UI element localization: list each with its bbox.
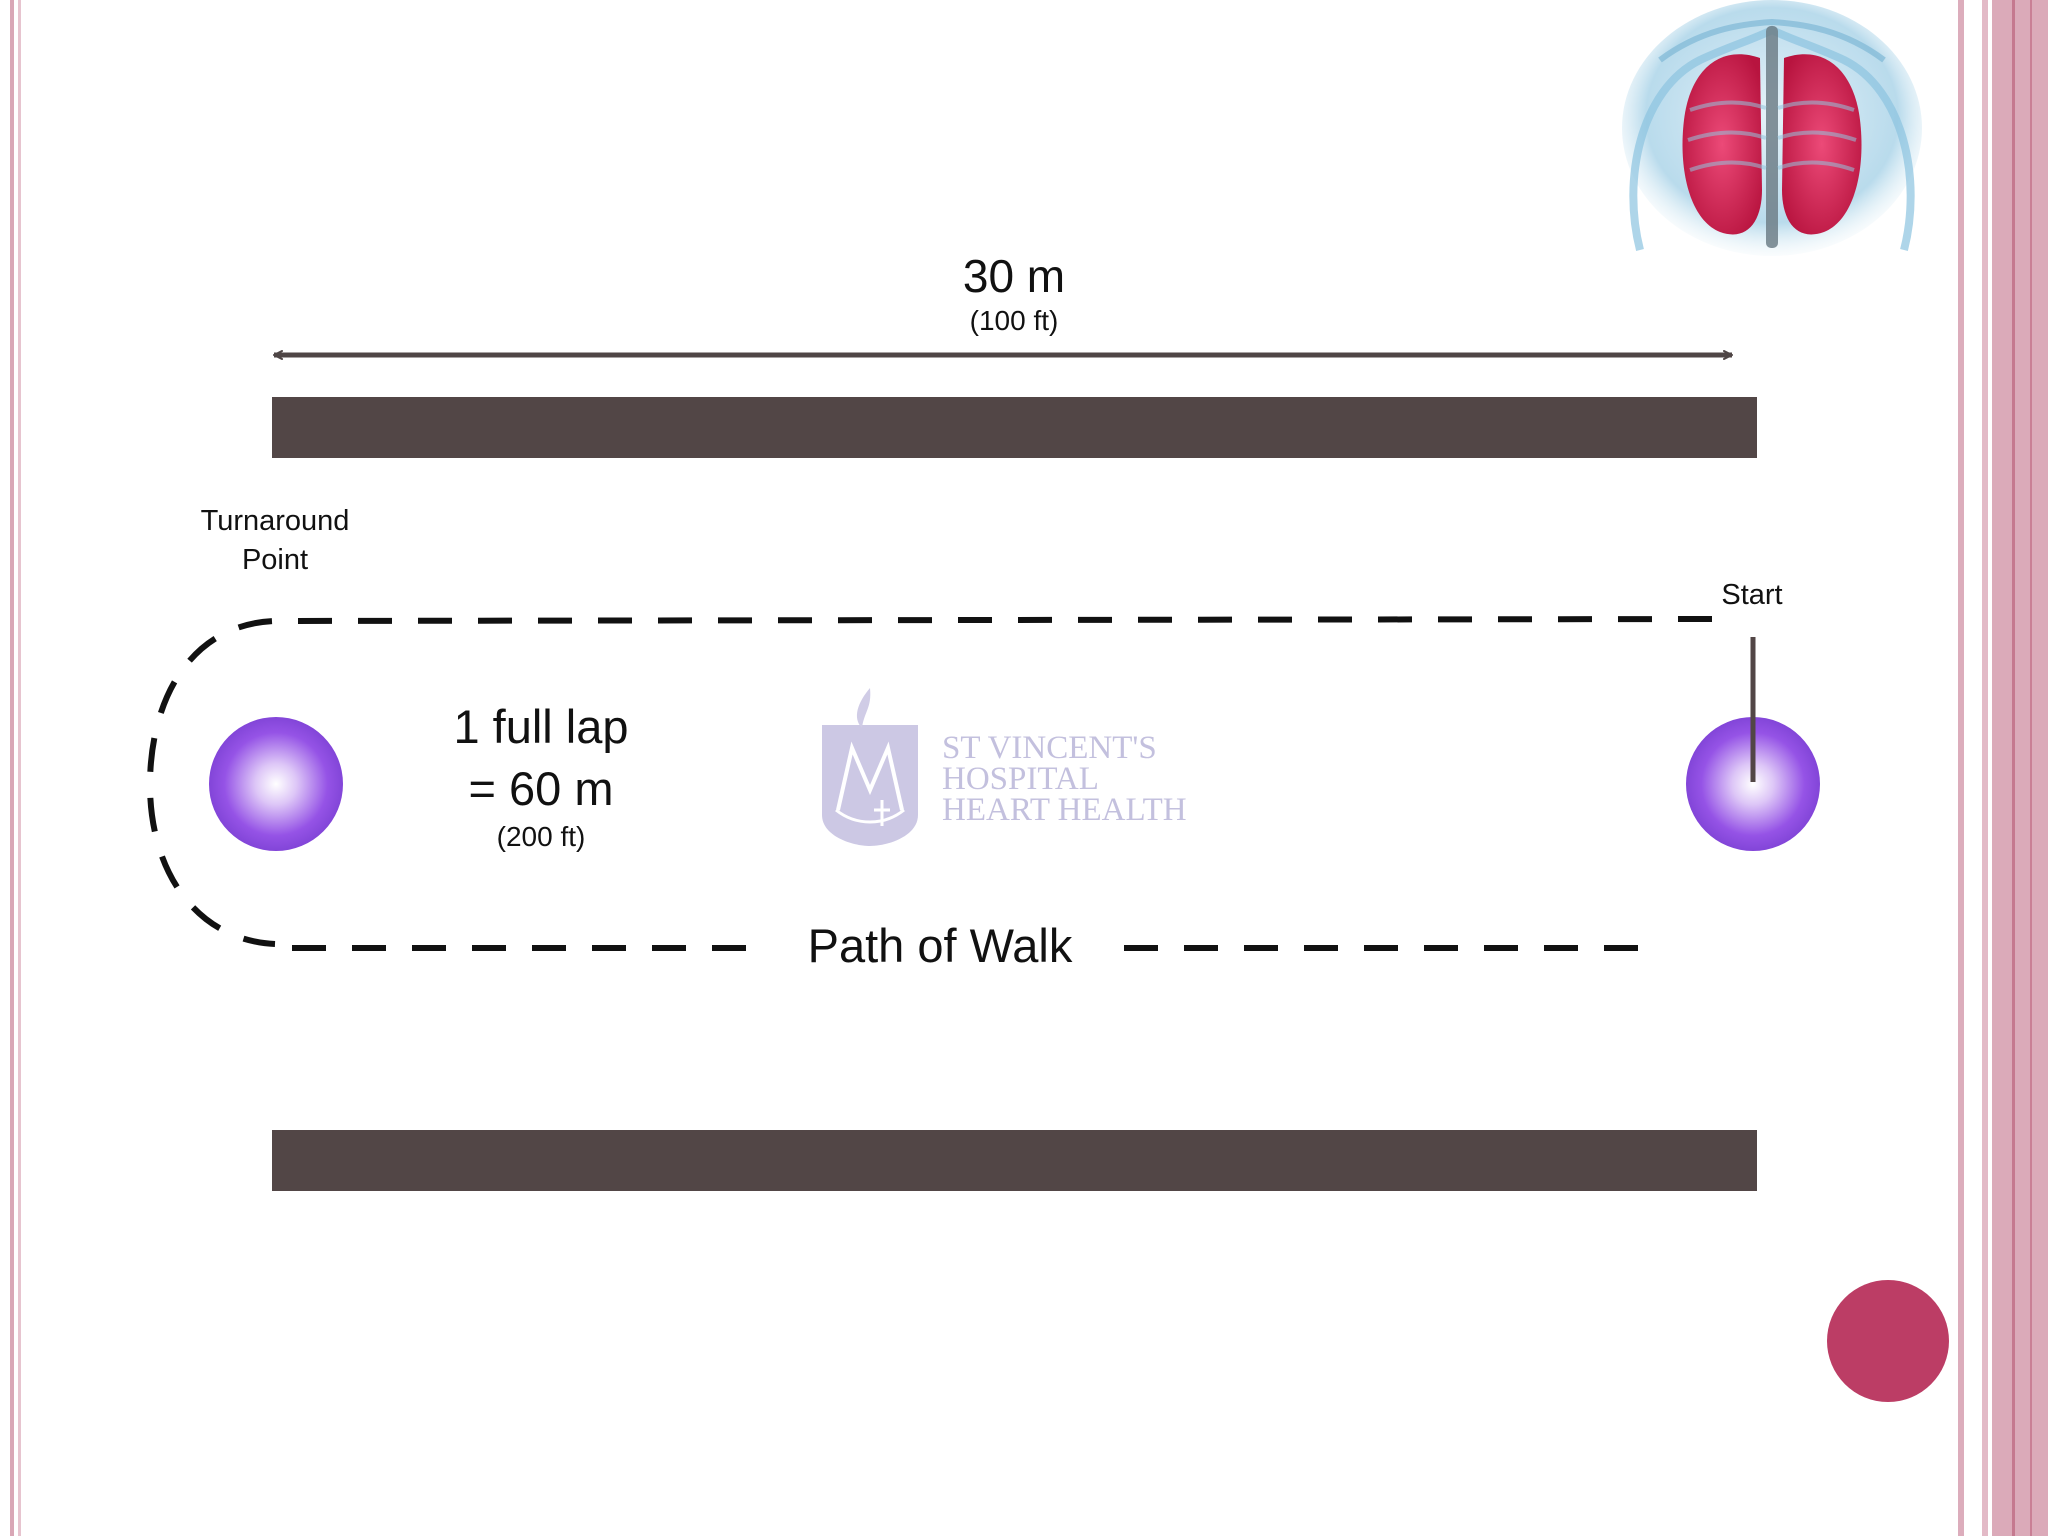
dimension-sub-label: (100 ft)	[970, 305, 1059, 336]
lungs-anatomy-icon	[1622, 0, 1922, 256]
top-wall	[272, 397, 1757, 458]
start-cone-icon	[1686, 717, 1820, 851]
watermark-line2: HOSPITAL	[942, 761, 1099, 797]
lap-label-line2: = 60 m	[469, 762, 614, 815]
turnaround-cone-icon	[209, 717, 343, 851]
left-border	[10, 0, 21, 1536]
walk-path-top	[146, 616, 1713, 947]
st-vincents-logo-icon	[822, 688, 918, 846]
accent-dot	[1827, 1280, 1949, 1402]
watermark-line3: HEART HEALTH	[942, 792, 1187, 828]
path-of-walk-label: Path of Walk	[808, 919, 1073, 972]
dimension-main-label: 30 m	[963, 250, 1065, 302]
bottom-wall	[272, 1130, 1757, 1191]
start-label: Start	[1721, 579, 1782, 611]
right-border	[1958, 0, 2048, 1536]
turnaround-label-line2: Point	[242, 544, 308, 576]
lap-label-sub: (200 ft)	[497, 821, 586, 852]
lap-label-line1: 1 full lap	[453, 700, 628, 753]
watermark-line1: ST VINCENT'S	[942, 730, 1157, 766]
turnaround-label-line1: Turnaround	[201, 505, 350, 537]
